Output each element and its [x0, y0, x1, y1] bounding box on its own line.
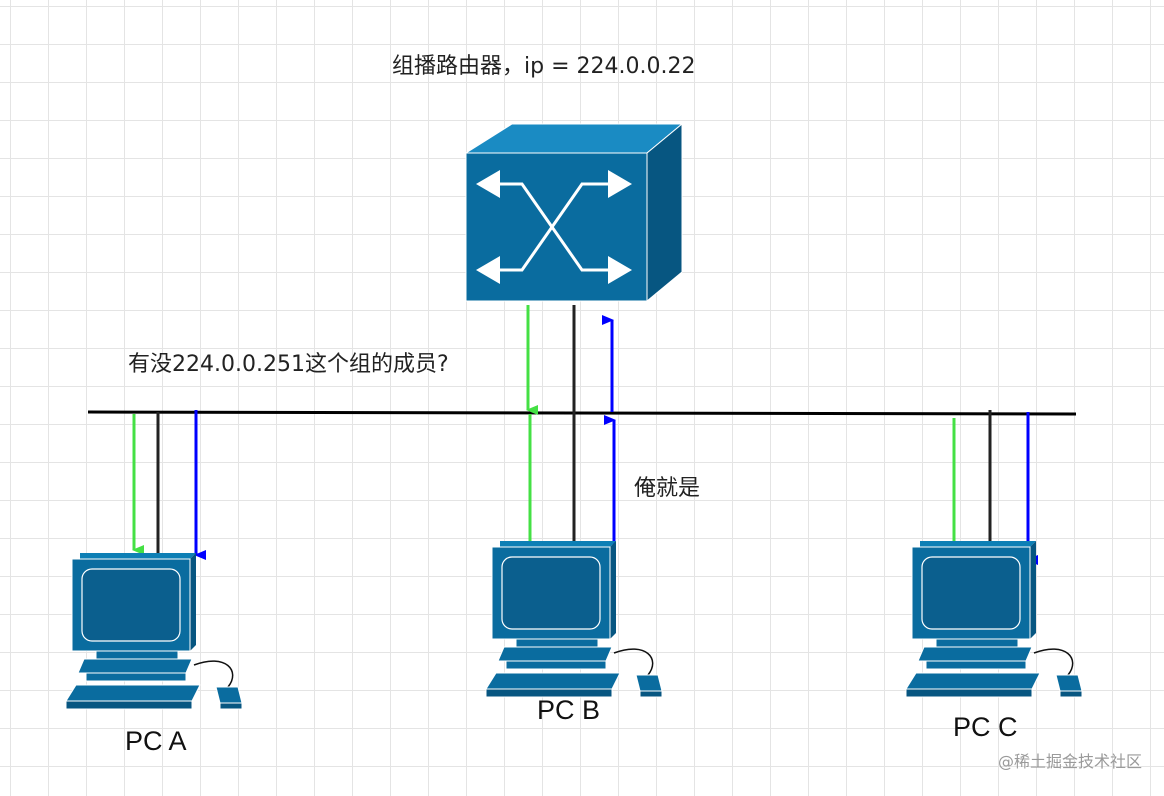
lan-bus-line	[87, 410, 1077, 416]
report-label: 俺就是	[634, 476, 701, 501]
pc-a-label: PC A	[125, 726, 187, 756]
pc-c-icon[interactable]	[905, 540, 1083, 698]
watermark-text: @稀土掘金技术社区	[997, 752, 1142, 771]
query-label: 有没224.0.0.251这个组的成员?	[128, 352, 449, 377]
router-label: 组播路由器，ip = 224.0.0.22	[392, 54, 696, 79]
multicast-router-icon[interactable]	[464, 122, 684, 303]
pc-b-icon[interactable]	[485, 540, 663, 698]
pc-b-label: PC B	[537, 695, 601, 725]
pc-c-label: PC C	[953, 712, 1018, 742]
pc-a-icon[interactable]	[65, 552, 243, 710]
